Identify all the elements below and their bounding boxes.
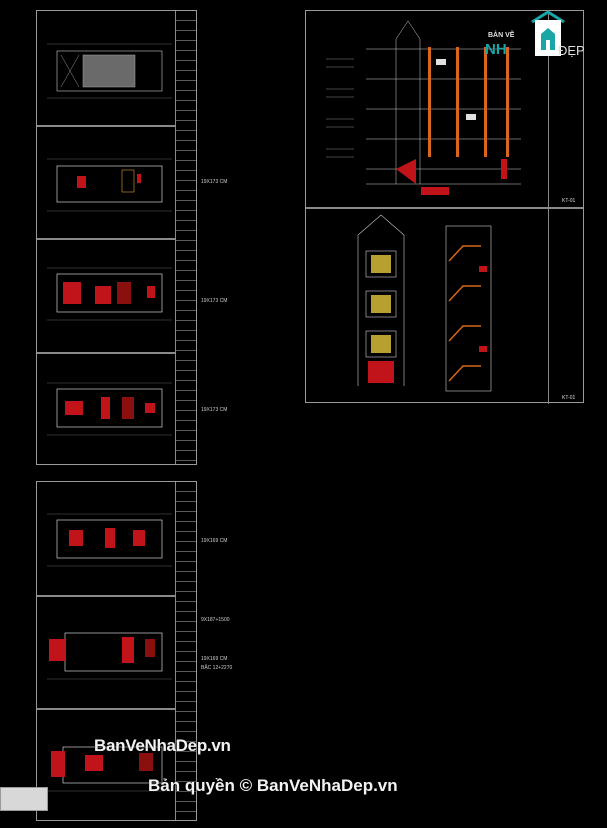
drawing-sheet-section-elevation[interactable]: KT-01 KT-01: [305, 10, 584, 404]
drawing-sheet-plans-2[interactable]: 19X169 CM 9X187+1500 19X169 CM BẬC 12+22…: [36, 481, 232, 821]
roof-plan: [47, 43, 172, 99]
frame-divider: [37, 125, 176, 127]
floor-plan-1: [47, 158, 172, 212]
annotation-floor5b: 19X169 CM: [201, 656, 228, 662]
title-block: [175, 11, 196, 464]
annotation-floor5a: 9X187+1500: [201, 617, 230, 623]
title-block: [548, 11, 583, 207]
title-block: [548, 207, 583, 404]
frame-divider: [37, 352, 176, 354]
frame-divider: [37, 708, 176, 710]
logo-text-1: NH: [485, 41, 507, 58]
frame-divider: [37, 595, 176, 597]
annotation-floor3: 19X173 CM: [201, 407, 228, 413]
logo-text-2: ĐẸP: [558, 43, 585, 58]
floor-plan-3: [47, 382, 172, 436]
annotation-floor4: 19X169 CM: [201, 538, 228, 544]
title-block: [175, 482, 196, 820]
layout-tab-button[interactable]: [0, 787, 48, 811]
watermark-line2: Bản quyền © BanVeNhaDep.vn: [148, 776, 398, 795]
building-section-drawing: [326, 20, 521, 195]
frame-divider: [37, 238, 176, 240]
drawing-sheet-plans-1[interactable]: 19X173 CM 19X173 CM 19X173 CM: [36, 10, 227, 465]
logo-small-text: BẢN VẼ: [488, 32, 515, 39]
frame-divider: [306, 207, 583, 209]
brand-logo: BẢN VẼ NH ĐẸP: [480, 10, 585, 64]
watermark-line1: BanVeNhaDep.vn: [94, 736, 231, 755]
annotation-floor1: 19X173 CM: [201, 179, 228, 185]
stair-section-drawing: [445, 225, 492, 392]
annotation-floor5c: BẬC 12+2270: [201, 665, 233, 671]
annotation-floor2: 19X173 CM: [201, 298, 228, 304]
sheet-code-section: KT-01: [562, 198, 576, 204]
front-elevation-drawing: [357, 214, 405, 386]
floor-plan-5: [47, 632, 172, 680]
floor-plan-6: [47, 746, 172, 792]
floor-plan-2: [47, 267, 172, 321]
floor-plan-4: [47, 513, 172, 567]
sheet-code-elevation: KT-01: [562, 395, 576, 401]
